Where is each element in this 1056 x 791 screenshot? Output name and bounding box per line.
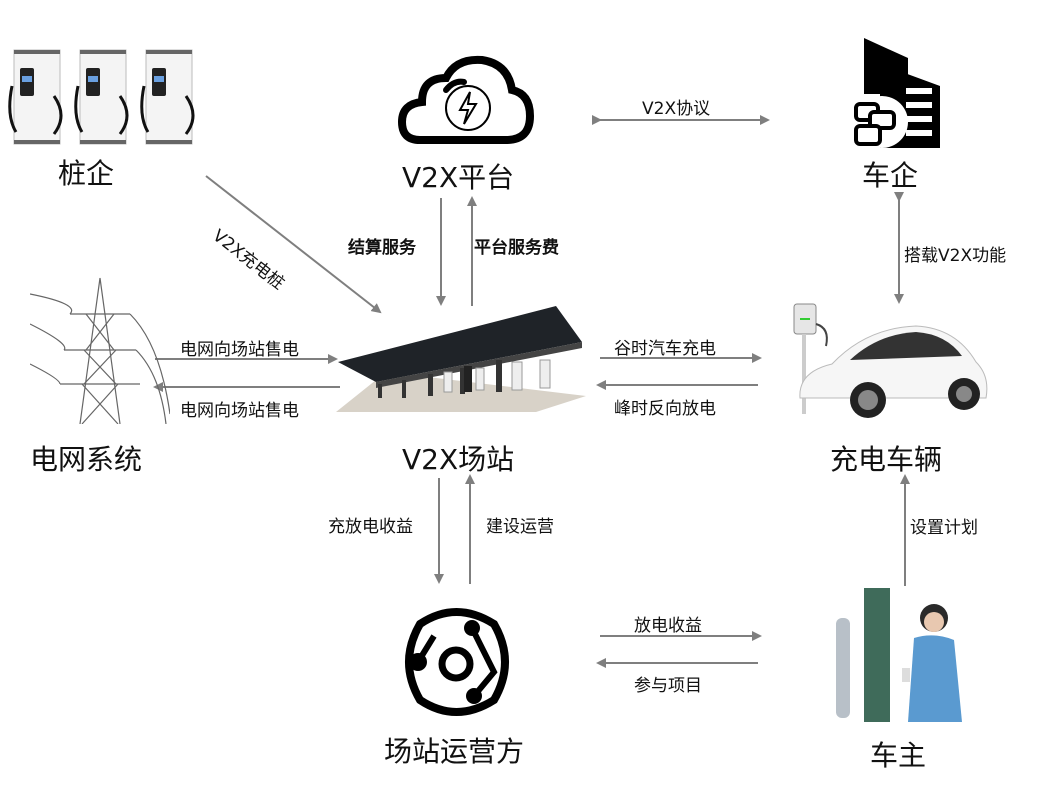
operator-orbit-icon (405, 608, 509, 716)
label-valley-charging: 谷时汽车充电 (614, 339, 716, 359)
node-v2x-station: V2X场站 (402, 443, 515, 476)
charging-station-canopy-icon (336, 306, 586, 412)
node-charging-vehicle: 充电车辆 (830, 443, 943, 476)
electric-car-icon (793, 303, 988, 418)
charging-piles-icon (8, 49, 195, 145)
label-platform-service-fee: 平台服务费 (474, 238, 559, 258)
label-join-project: 参与项目 (634, 676, 702, 696)
label-settlement-service: 结算服务 (348, 238, 416, 258)
node-pile-company: 桩企 (58, 157, 115, 190)
node-v2x-platform: V2X平台 (402, 161, 515, 194)
label-discharge-revenue: 放电收益 (634, 616, 702, 636)
label-grid-sell-2: 电网向场站售电 (180, 401, 299, 421)
cloud-lightning-icon (398, 55, 534, 144)
node-car-company: 车企 (862, 159, 919, 192)
power-tower-icon (30, 277, 170, 424)
label-charge-discharge-revenue: 充放电收益 (328, 517, 413, 537)
node-car-owner: 车主 (870, 739, 927, 772)
label-build-operate: 建设运营 (486, 517, 554, 537)
car-owner-person-icon (836, 588, 962, 722)
car-company-building-icon (854, 38, 940, 148)
node-power-grid: 电网系统 (30, 443, 143, 476)
node-station-operator: 场站运营方 (384, 735, 525, 768)
label-grid-sell-1: 电网向场站售电 (180, 340, 299, 360)
label-v2x-function: 搭载V2X功能 (904, 246, 1007, 266)
arrow-charging-pile (205, 175, 382, 314)
label-peak-discharge: 峰时反向放电 (614, 399, 716, 419)
label-set-plan: 设置计划 (910, 518, 978, 538)
label-v2x-protocol: V2X协议 (642, 99, 711, 119)
